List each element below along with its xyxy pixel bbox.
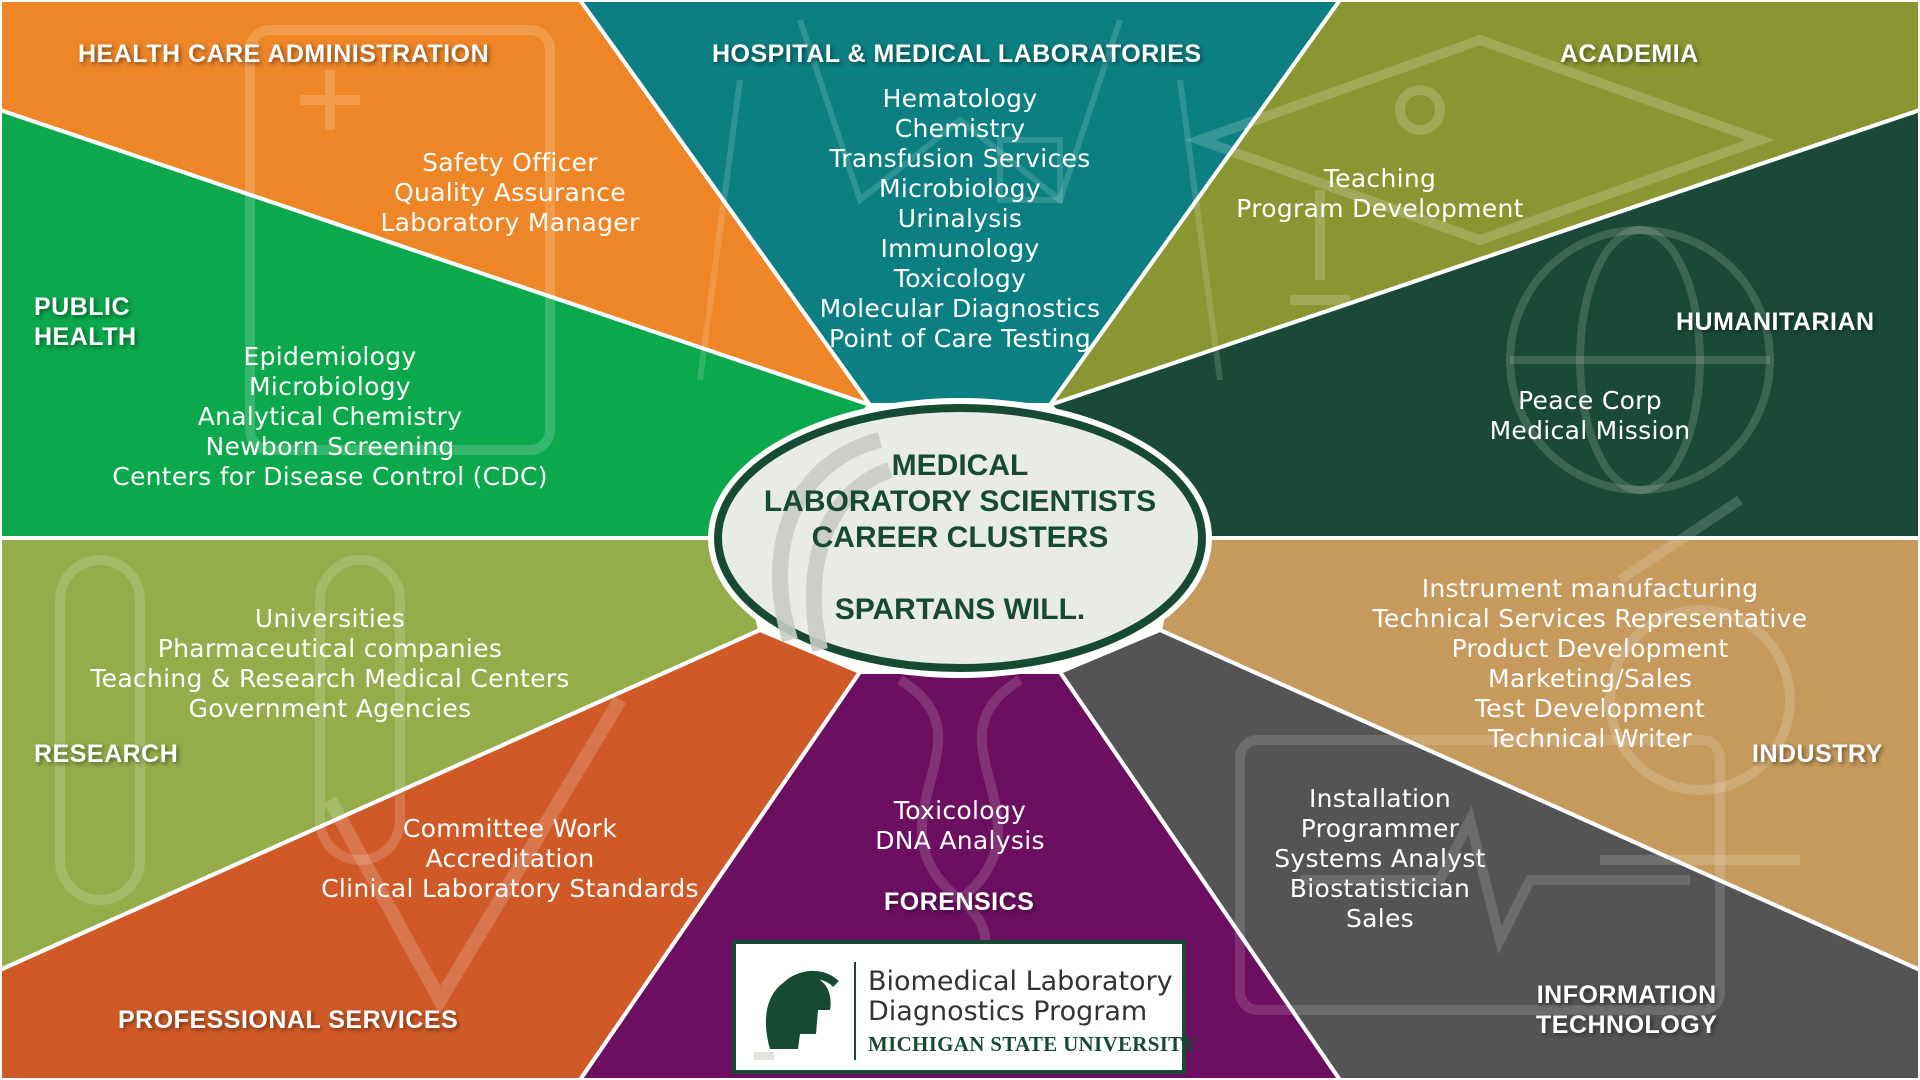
cluster-item: Sales	[1345, 904, 1415, 933]
heading-public-health: PUBLIC HEALTH	[34, 292, 137, 352]
cluster-item: Point of Care Testing	[828, 324, 1092, 353]
cluster-item: Programmer	[1300, 814, 1460, 843]
center-tagline: SPARTANS WILL.	[834, 593, 1086, 626]
heading-public-health-line1: PUBLIC	[34, 293, 131, 321]
center-title: MEDICAL LABORATORY SCIENTISTS CAREER CLU…	[700, 448, 1220, 556]
watermark-monitor-icon	[1235, 735, 1725, 1015]
cluster-item: Marketing/Sales	[1487, 664, 1693, 693]
center-title-line1: MEDICAL	[891, 449, 1029, 482]
heading-it-line2: TECHNOLOGY	[1536, 1011, 1718, 1039]
logo-program-line1: Biomedical Laboratory	[868, 966, 1173, 997]
cluster-item: Accreditation	[425, 844, 595, 873]
watermark-clipboard-icon	[245, 25, 555, 455]
heading-industry: INDUSTRY	[1752, 740, 1883, 768]
heading-humanitarian: HUMANITARIAN	[1676, 308, 1875, 336]
cluster-item: Microbiology	[249, 372, 411, 401]
cluster-item: Product Development	[1451, 634, 1729, 663]
center-title-line3: CAREER CLUSTERS	[811, 521, 1109, 554]
cluster-item: Toxicology	[893, 264, 1027, 293]
program-logo: Biomedical Laboratory Diagnostics Progra…	[732, 940, 1198, 1074]
cluster-item: Immunology	[880, 234, 1040, 263]
center-title-line2: LABORATORY SCIENTISTS	[763, 485, 1157, 518]
cluster-item: Molecular Diagnostics	[819, 294, 1101, 323]
heading-public-health-line2: HEALTH	[34, 323, 137, 351]
cluster-item: Analytical Chemistry	[197, 402, 463, 431]
cluster-item: Transfusion Services	[829, 144, 1091, 173]
center-ellipse	[714, 404, 1206, 672]
cluster-item: Biostatistician	[1289, 874, 1471, 903]
cluster-item: Technical Writer	[1488, 724, 1692, 753]
watermark-lab-coat-icon	[697, 19, 1223, 381]
watermark-test-tube-icon	[55, 555, 405, 905]
cluster-item: Microbiology	[879, 174, 1041, 203]
heading-forensics: FORENSICS	[884, 888, 1035, 916]
cluster-item: Government Agencies	[188, 694, 472, 723]
cluster-item: Program Development	[1236, 194, 1524, 223]
spartan-helmet-watermark-icon	[772, 432, 893, 652]
cluster-item: Technical Services Representative	[1372, 604, 1808, 633]
watermark-globe-icon	[1506, 226, 1774, 494]
logo-divider	[854, 962, 856, 1060]
cluster-item: DNA Analysis	[875, 826, 1045, 855]
cluster-item: Universities	[254, 604, 406, 633]
segment-information-technology	[1056, 627, 1920, 1080]
cluster-item: Epidemiology	[243, 342, 417, 371]
logo-university-name: MICHIGAN STATE UNIVERSITY	[868, 1032, 1198, 1056]
cluster-item: Newborn Screening	[205, 432, 455, 461]
cluster-item: Chemistry	[894, 114, 1026, 143]
watermark-checkmark-icon	[323, 696, 627, 1015]
cluster-item: Toxicology	[893, 796, 1027, 825]
cluster-item: Safety Officer	[422, 148, 598, 177]
heading-research: RESEARCH	[34, 740, 179, 768]
cluster-item: Centers for Disease Control (CDC)	[112, 462, 548, 491]
heading-academia: ACADEMIA	[1560, 40, 1699, 68]
heading-hospital-labs: HOSPITAL & MEDICAL LABORATORIES	[712, 40, 1202, 68]
heading-professional-services: PROFESSIONAL SERVICES	[118, 1006, 459, 1034]
watermark-graduation-cap-icon	[1185, 34, 1775, 305]
cluster-item: Medical Mission	[1489, 416, 1691, 445]
logo-program-line2: Diagnostics Program	[868, 996, 1148, 1027]
cluster-item: Pharmaceutical companies	[157, 634, 503, 663]
cluster-item: Instrument manufacturing	[1421, 574, 1759, 603]
heading-it-line1: INFORMATION	[1536, 981, 1717, 1009]
heading-information-technology: INFORMATION TECHNOLOGY	[1536, 980, 1717, 1040]
cluster-item: Systems Analyst	[1274, 844, 1486, 873]
cluster-item: Urinalysis	[897, 204, 1023, 233]
cluster-item: Committee Work	[402, 814, 618, 843]
cluster-item: Teaching	[1323, 164, 1437, 193]
cluster-item: Laboratory Manager	[380, 208, 640, 237]
cluster-item: Teaching & Research Medical Centers	[90, 664, 570, 693]
segment-academia	[1044, 0, 1920, 409]
cluster-item: Hematology	[882, 84, 1038, 113]
heading-health-care-administration: HEALTH CARE ADMINISTRATION	[78, 40, 490, 68]
spartan-helmet-icon	[754, 971, 839, 1060]
cluster-item: Test Development	[1474, 694, 1706, 723]
cluster-item: Quality Assurance	[394, 178, 626, 207]
cluster-item: Peace Corp	[1518, 386, 1662, 415]
cluster-item: Installation	[1308, 784, 1452, 813]
cluster-item: Clinical Laboratory Standards	[321, 874, 699, 903]
watermark-microscope-icon	[1600, 495, 1800, 865]
